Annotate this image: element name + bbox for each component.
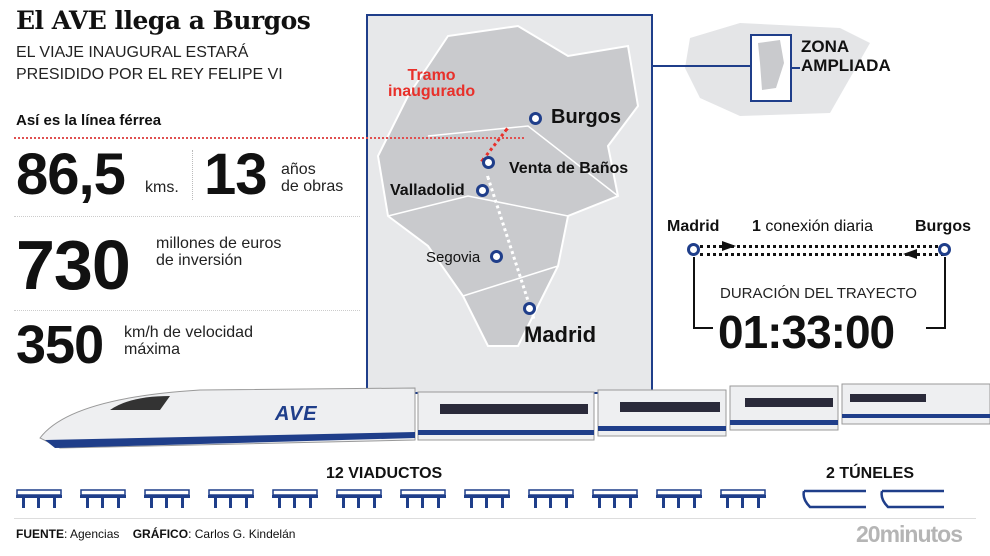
trip-from: Madrid [667, 218, 720, 235]
footer-credits: FUENTE: Agencias GRÁFICO: Carlos G. Kind… [16, 527, 295, 541]
viaduct-icon [656, 489, 702, 514]
arrow-left-icon [903, 249, 917, 259]
distance-unit: kms. [145, 179, 179, 196]
viaduct-icon [80, 489, 126, 514]
node-burgos-trip [938, 243, 951, 256]
brand-logo: 20minutos [856, 521, 963, 547]
separator [14, 310, 360, 311]
node-valladolid [476, 184, 489, 197]
node-madrid-trip [687, 243, 700, 256]
viaducts-row [16, 489, 766, 514]
graphic-value: : Carlos G. Kindelán [188, 527, 296, 541]
duration-label: DURACIÓN DEL TRAYECTO [720, 285, 917, 302]
province-shape [376, 24, 640, 347]
outbound-line [700, 245, 944, 248]
viaduct-icon [16, 489, 62, 514]
trip-to: Burgos [915, 218, 971, 235]
speed-unit-line2: máxima [124, 340, 181, 358]
viaduct-icon [592, 489, 638, 514]
node-madrid [523, 302, 536, 315]
tunnels-row [802, 489, 946, 514]
city-segovia: Segovia [426, 249, 481, 266]
tramo-label-line1: Tramo [407, 67, 456, 84]
investment-unit-line1: millones de euros [156, 235, 282, 252]
subtitle-line-1: EL VIAJE INAUGURAL ESTARÁ [16, 44, 249, 61]
connections-label: conexión diaria [765, 218, 873, 235]
city-venta-de-banos: Venta de Baños [509, 160, 629, 177]
speed-value: 350 [16, 315, 104, 375]
tunnels-label: 2 TÚNELES [826, 465, 915, 482]
zoom-connector [652, 65, 752, 67]
years-value: 13 [204, 142, 268, 207]
node-segovia [490, 250, 503, 263]
graphic-label: GRÁFICO [132, 527, 189, 541]
train-illustration: AVE [0, 378, 990, 458]
viaduct-icon [208, 489, 254, 514]
node-burgos [529, 112, 542, 125]
years-unit-line1: años [281, 161, 316, 178]
viaduct-icon [464, 489, 510, 514]
footer-divider [14, 518, 976, 519]
viaduct-icon [720, 489, 766, 514]
ave-logo: AVE [275, 403, 318, 425]
section-heading: Así es la línea férrea [16, 112, 162, 129]
investment-unit-line2: de inversión [156, 251, 243, 269]
separator [14, 216, 360, 217]
tunnel-icon [802, 489, 868, 514]
section-divider [14, 137, 524, 139]
investment-value: 730 [16, 226, 131, 304]
bracket-left [693, 257, 713, 329]
return-line [700, 253, 944, 256]
connections: 1 conexión diaria [752, 218, 873, 236]
connections-count: 1 [752, 218, 761, 235]
city-madrid: Madrid [524, 322, 597, 347]
speed-unit-line1: km/h de velocidad [124, 324, 253, 341]
arrow-right-icon [722, 241, 736, 251]
viaduct-icon [144, 489, 190, 514]
zona-line1: ZONA [801, 37, 850, 56]
viaduct-icon [400, 489, 446, 514]
spain-inset-map [685, 23, 870, 116]
page-title: El AVE llega a Burgos [16, 6, 311, 35]
tramo-label-line2: inaugurado [388, 83, 476, 100]
bracket-right [926, 257, 946, 329]
tunnel-icon [880, 489, 946, 514]
stat-divider [192, 150, 193, 200]
viaduct-icon [336, 489, 382, 514]
duration-value: 01:33:00 [718, 306, 895, 358]
source-value: : Agencias [64, 527, 120, 541]
node-venta-de-banos [482, 156, 495, 169]
city-valladolid: Valladolid [390, 182, 465, 199]
distance-value: 86,5 [16, 142, 126, 207]
zona-line2: AMPLIADA [801, 55, 891, 75]
city-burgos: Burgos [551, 106, 621, 128]
viaduct-icon [272, 489, 318, 514]
years-unit-line2: de obras [281, 177, 344, 195]
source-label: FUENTE [16, 527, 64, 541]
viaducts-label: 12 VIADUCTOS [326, 465, 443, 482]
subtitle-line-2: PRESIDIDO POR EL REY FELIPE VI [16, 66, 283, 83]
viaduct-icon [528, 489, 574, 514]
